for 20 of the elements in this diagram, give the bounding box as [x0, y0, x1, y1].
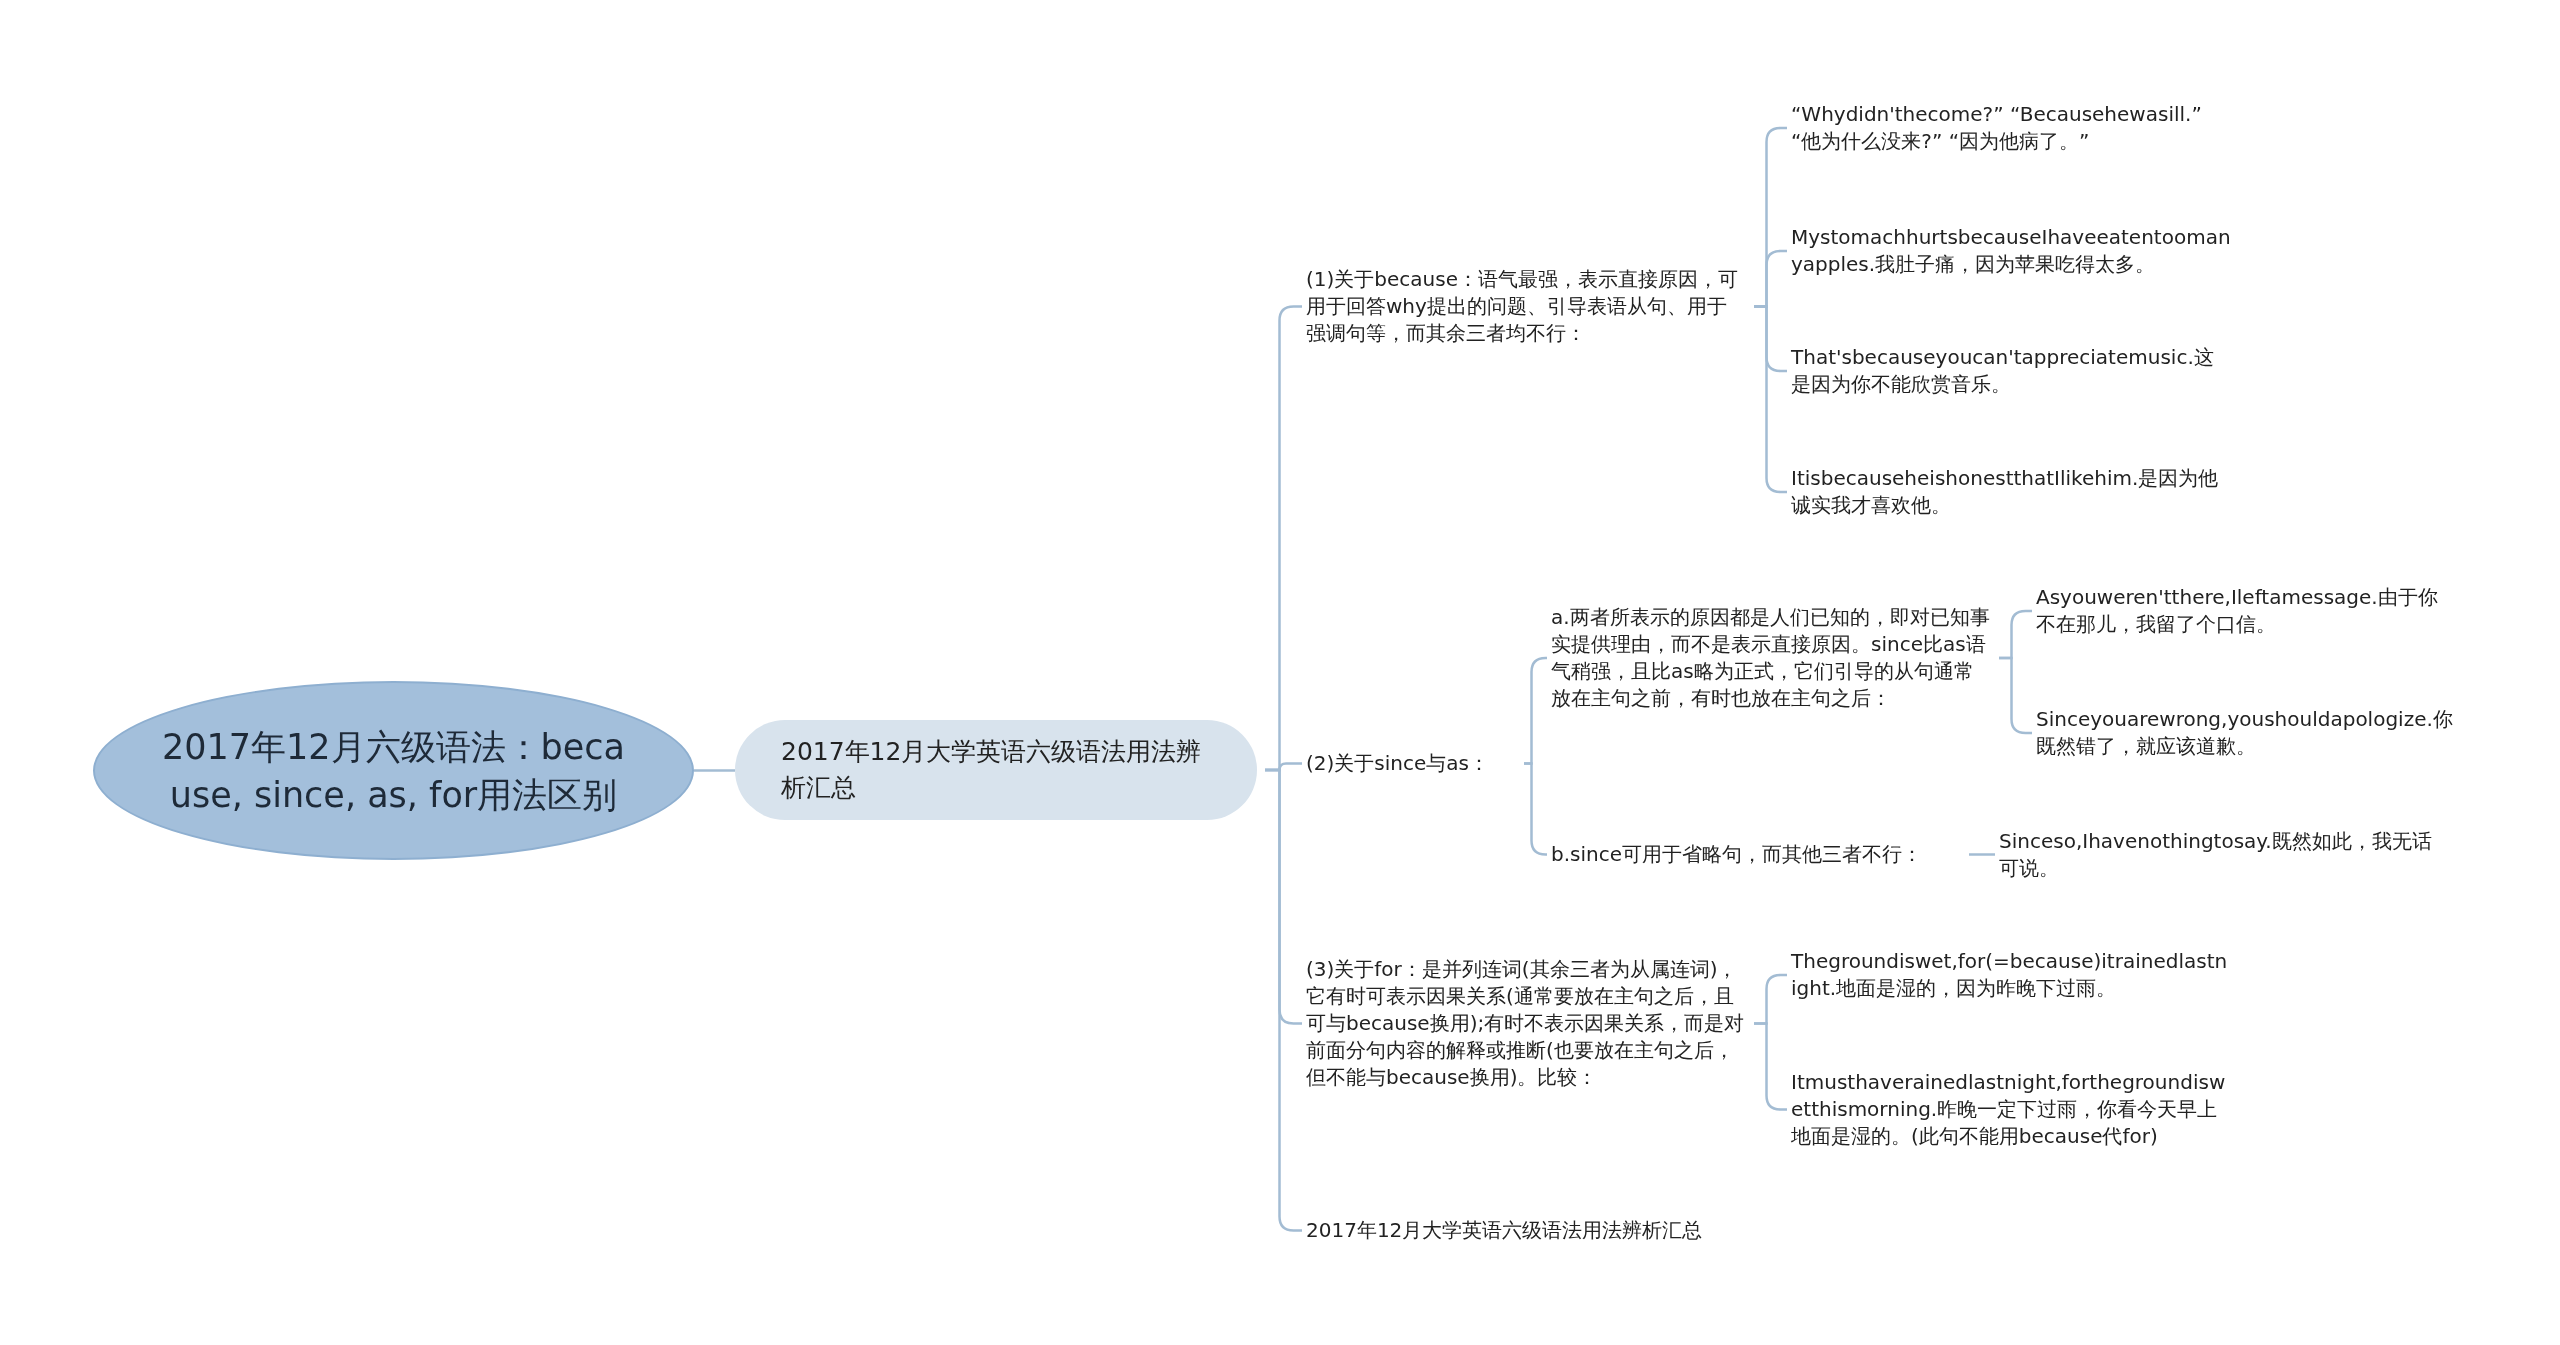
- example-text: Asyouweren'tthere,Ileftamessage.由于你不在那儿，我留了个口信。: [2036, 584, 2456, 638]
- topic-label: 2017年12月六级语法：because, since, as, for用法区别: [160, 725, 627, 817]
- example-text: That'sbecauseyoucan'tappreciatemusic.这是因为你不能欣赏音乐。: [1791, 344, 2231, 398]
- connector-line: [1524, 762, 1548, 856]
- example-text: “Whydidn'thecome?” “Becausehewasill.” “他为什么没来?” “因为他病了。”: [1791, 101, 2231, 155]
- example-text: MystomachhurtsbecauseIhaveeatentoomanyapples.我肚子痛，因为苹果吃得太多。: [1791, 224, 2231, 278]
- connector-line: [1969, 853, 1995, 856]
- example-text: Itmusthaverainedlastnight,forthegroundiswetthismorning.昨晚一定下过雨，你看今天早上地面是湿的。(此句不能用because代for): [1791, 1069, 2231, 1150]
- example-text: Sinceyouarewrong,youshouldapologize.你既然错了，就应该道歉。: [2036, 706, 2456, 760]
- connector-line: [694, 769, 735, 772]
- subtopic-text: (3)关于for：是并列连词(其余三者为从属连词)，它有时可表示因果关系(通常要放在主句之后，且可与because换用);有时不表示因果关系，而是对前面分句内容的解释或推断(也要放在主句之后，但不能与because换用)。比较：: [1306, 956, 1746, 1091]
- example-text: ItisbecauseheishonestthatIlikehim.是因为他诚实我才喜欢他。: [1791, 465, 2231, 519]
- point-text: a.两者所表示的原因都是人们已知的，即对已知事实提供理由，而不是表示直接原因。since比as语气稍强，且比as略为正式，它们引导的从句通常放在主句之前，有时也放在主句之后：: [1551, 604, 1991, 712]
- example-text: Sinceso,Ihavenothingtosay.既然如此，我无话可说。: [1999, 828, 2439, 882]
- example-text: Thegroundiswet,for(=because)itrainedlastnight.地面是湿的，因为昨晚下过雨。: [1791, 948, 2231, 1002]
- subtopic-text: (1)关于because：语气最强，表示直接原因，可用于回答why提出的问题、引导表语从句、用于强调句等，而其余三者均不行：: [1306, 266, 1746, 347]
- subtopic-text: (2)关于since与as：: [1306, 750, 1516, 777]
- point-text: b.since可用于省略句，而其他三者不行：: [1551, 841, 1961, 868]
- subtopic-text: 2017年12月大学英语六级语法用法辨析汇总: [1306, 1217, 1746, 1244]
- topic-label: 2017年12月大学英语六级语法用法辨析汇总: [781, 736, 1203, 804]
